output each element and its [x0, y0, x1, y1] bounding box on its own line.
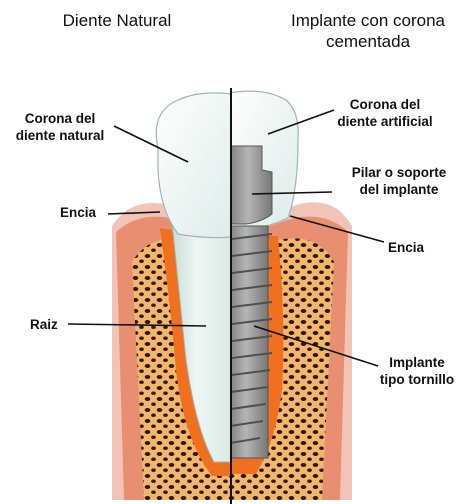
title-implant: Implante con corona cementada [268, 10, 468, 52]
natural-crown [156, 93, 240, 238]
title-natural-tooth: Diente Natural [32, 10, 202, 31]
label-root: Raiz [30, 316, 58, 333]
label-abutment: Pilar o soporte del implante [334, 164, 464, 198]
label-gum-right: Encia [388, 239, 424, 256]
label-gum-left: Encia [60, 204, 96, 221]
label-crown-natural: Corona del diente natural [6, 110, 114, 144]
label-screw-implant: Implante tipo tornillo [368, 354, 466, 388]
label-crown-artificial: Corona del diente artificial [326, 96, 444, 130]
